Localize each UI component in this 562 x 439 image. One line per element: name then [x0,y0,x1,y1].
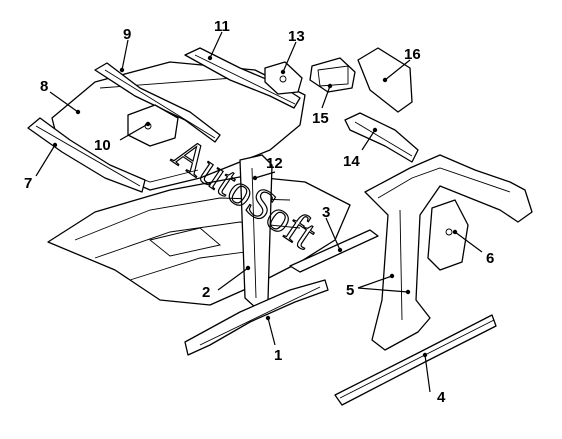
roof-lamp-housing [309,57,356,93]
small-bracket [264,61,303,95]
rear-pillar-trim [344,112,419,163]
pillar-reinforcement [427,199,469,271]
callout-14: 14 [343,153,360,170]
callout-7: 7 [24,175,32,192]
callout-8: 8 [40,78,48,95]
callout-labels: 1 2 3 4 5 6 7 8 9 10 11 12 13 14 15 16 [24,18,494,406]
callout-12: 12 [266,155,283,172]
inner-rocker-sill [184,279,329,356]
rear-roof-rail [184,47,301,109]
callout-15: 15 [312,110,329,127]
windshield-header [27,117,146,193]
callout-5: 5 [346,282,354,299]
outer-rocker-sill [334,314,497,406]
leader-dots [52,55,458,358]
callout-10: 10 [94,137,111,154]
callout-2: 2 [202,284,210,301]
front-roof-rail [94,62,221,143]
callout-1: 1 [274,347,282,364]
leader-lines [35,31,483,393]
callout-3: 3 [322,204,330,221]
side-body-frame [364,154,533,351]
callout-9: 9 [123,26,131,43]
callout-4: 4 [437,389,446,406]
callout-6: 6 [486,250,494,267]
callout-16: 16 [404,46,421,63]
center-cross-member [289,229,379,273]
callout-11: 11 [214,18,230,35]
callout-13: 13 [288,28,305,45]
